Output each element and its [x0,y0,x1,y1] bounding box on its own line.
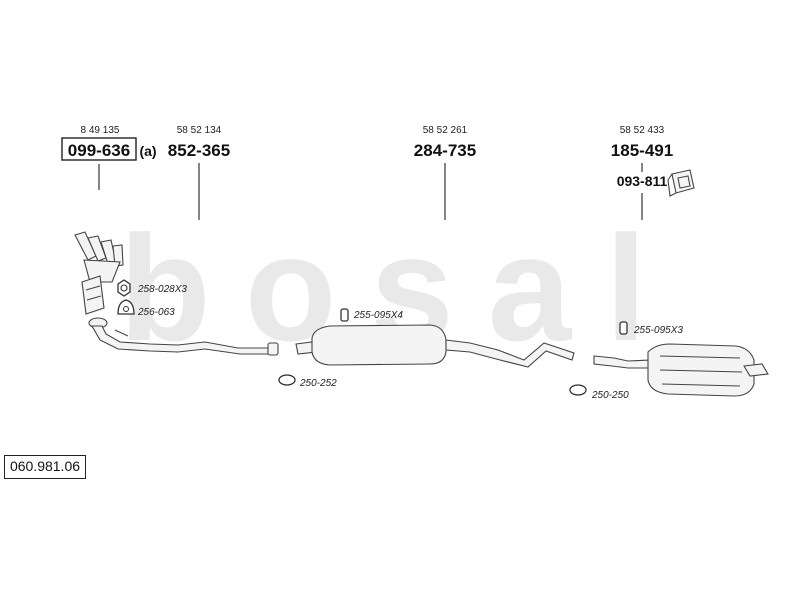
oe-ref-3: 58 52 261 [423,125,468,136]
diagram-code: 060.981.06 [4,455,86,479]
clamp-icon [278,374,296,386]
accessory-1: 258-028X3 [117,279,187,297]
rear-silencer [593,343,769,397]
accessory-3: 255-095X4 [340,308,403,322]
bracket-icon [667,169,695,197]
part-number-1[interactable]: 099-636 [68,141,130,160]
rubber-mount-icon [340,308,349,322]
accessory-label-3: 255-095X4 [353,310,403,321]
part-number-5[interactable]: 093-811 [617,173,668,189]
part-number-3[interactable]: 284-735 [414,141,476,160]
part-suffix-1: (a) [139,143,156,159]
accessory-label-6: 250-250 [591,390,629,401]
accessory-4: 250-252 [278,374,337,389]
accessory-label-1: 258-028X3 [137,284,187,295]
oe-ref-2: 58 52 134 [177,125,222,136]
accessory-2: 256-063 [117,299,175,318]
part-number-4[interactable]: 185-491 [611,141,673,160]
clamp-icon [569,384,587,396]
accessory-6: 250-250 [569,384,629,401]
manifold-catalyst [74,231,124,315]
front-pipe [88,317,279,356]
part-number-2[interactable]: 852-365 [168,141,230,160]
accessory-5: 255-095X3 [619,321,683,336]
rubber-mount-icon [619,321,628,335]
accessory-label-5: 255-095X3 [633,325,683,336]
part-box-1 [61,137,137,161]
centre-silencer [295,324,575,368]
accessory-label-2: 256-063 [137,307,175,318]
accessory-label-4: 250-252 [299,378,337,389]
oe-ref-4: 58 52 433 [620,125,665,136]
oe-ref-1: 8 49 135 [81,125,120,136]
